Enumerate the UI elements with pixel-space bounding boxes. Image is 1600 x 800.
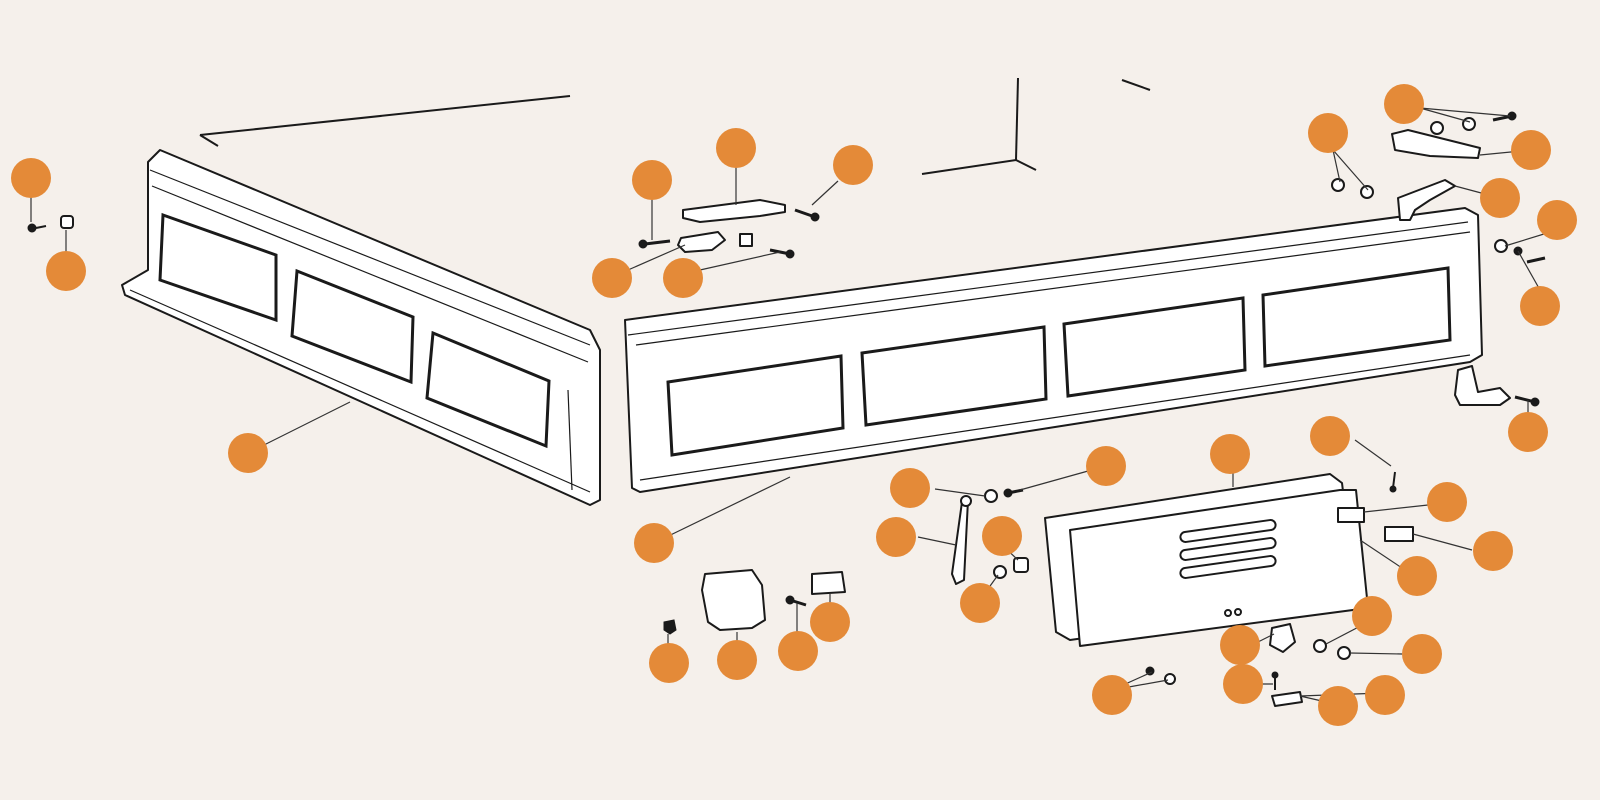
rear-window-1 — [666, 354, 845, 457]
callout-marker[interactable] — [11, 158, 51, 198]
callout-marker[interactable] — [1508, 412, 1548, 452]
nut-icon — [60, 215, 74, 229]
callout-marker[interactable] — [649, 643, 689, 683]
callout-marker[interactable] — [1086, 446, 1126, 486]
flap-fasteners — [917, 439, 1473, 707]
callout-marker[interactable] — [810, 602, 850, 642]
lower-right-hinge — [1454, 365, 1540, 420]
rear-window-4 — [1261, 266, 1452, 368]
callout-marker[interactable] — [982, 516, 1022, 556]
hinge-plate-icon — [1384, 526, 1414, 542]
side-panel-left — [121, 149, 601, 506]
callout-marker[interactable] — [1352, 596, 1392, 636]
callout-marker[interactable] — [46, 251, 86, 291]
callout-marker[interactable] — [1310, 416, 1350, 456]
callout-marker[interactable] — [1402, 634, 1442, 674]
clip-bracket-icon — [811, 571, 846, 595]
callout-marker[interactable] — [1365, 675, 1405, 715]
background-outline-lines — [199, 77, 1151, 175]
callout-marker[interactable] — [1397, 556, 1437, 596]
louvre-1 — [1179, 519, 1277, 543]
catch-icon — [1269, 623, 1296, 653]
small-latch-icon — [1271, 691, 1303, 707]
callout-marker[interactable] — [876, 517, 916, 557]
side-window-2 — [290, 268, 415, 385]
callout-marker[interactable] — [717, 640, 757, 680]
callout-marker[interactable] — [1210, 434, 1250, 474]
lamp-and-clip — [663, 569, 846, 648]
callout-marker[interactable] — [1537, 200, 1577, 240]
callout-marker[interactable] — [1473, 531, 1513, 571]
callout-marker[interactable] — [634, 523, 674, 563]
callout-marker[interactable] — [1223, 664, 1263, 704]
callout-marker[interactable] — [592, 258, 632, 298]
rear-window-2 — [860, 325, 1048, 427]
callout-marker[interactable] — [1520, 286, 1560, 326]
side-window-3 — [425, 330, 551, 449]
upper-right-hinge-brackets — [1331, 107, 1558, 291]
lower-drop-flap — [1044, 469, 1421, 647]
rear-tailgate-panel — [624, 207, 1483, 493]
callout-marker[interactable] — [716, 128, 756, 168]
callout-marker[interactable] — [1092, 675, 1132, 715]
clip-icon — [739, 233, 753, 247]
stay-rod-icon — [951, 499, 969, 585]
louvre-2 — [1179, 537, 1277, 561]
hinge-arm-icon — [1397, 179, 1456, 221]
callout-marker[interactable] — [228, 433, 268, 473]
hinge-bracket-icon — [1391, 129, 1481, 159]
rivet-icon — [663, 619, 677, 635]
callout-marker[interactable] — [1308, 113, 1348, 153]
callout-circles[interactable] — [11, 84, 1577, 726]
callout-marker[interactable] — [1318, 686, 1358, 726]
hinge-plate-icon — [1337, 507, 1365, 523]
side-window-1 — [158, 212, 278, 323]
hinge-lower-icon — [1454, 365, 1511, 406]
callout-marker[interactable] — [1384, 84, 1424, 124]
callout-marker[interactable] — [833, 145, 873, 185]
callout-marker[interactable] — [778, 631, 818, 671]
callout-marker[interactable] — [1511, 130, 1551, 170]
latch-bar-icon — [682, 199, 786, 223]
striker-plate-icon — [677, 231, 726, 253]
left-fasteners — [27, 196, 74, 252]
callout-marker[interactable] — [1427, 482, 1467, 522]
rear-window-3 — [1062, 296, 1247, 398]
lamp-housing-icon — [701, 569, 766, 631]
latch-assembly — [627, 165, 839, 271]
callout-marker[interactable] — [663, 258, 703, 298]
callout-marker[interactable] — [960, 583, 1000, 623]
louvre-3 — [1179, 555, 1277, 579]
callout-marker[interactable] — [632, 160, 672, 200]
callout-marker[interactable] — [1480, 178, 1520, 218]
screw-icon — [27, 223, 37, 233]
callout-marker[interactable] — [890, 468, 930, 508]
callout-marker[interactable] — [1220, 625, 1260, 665]
